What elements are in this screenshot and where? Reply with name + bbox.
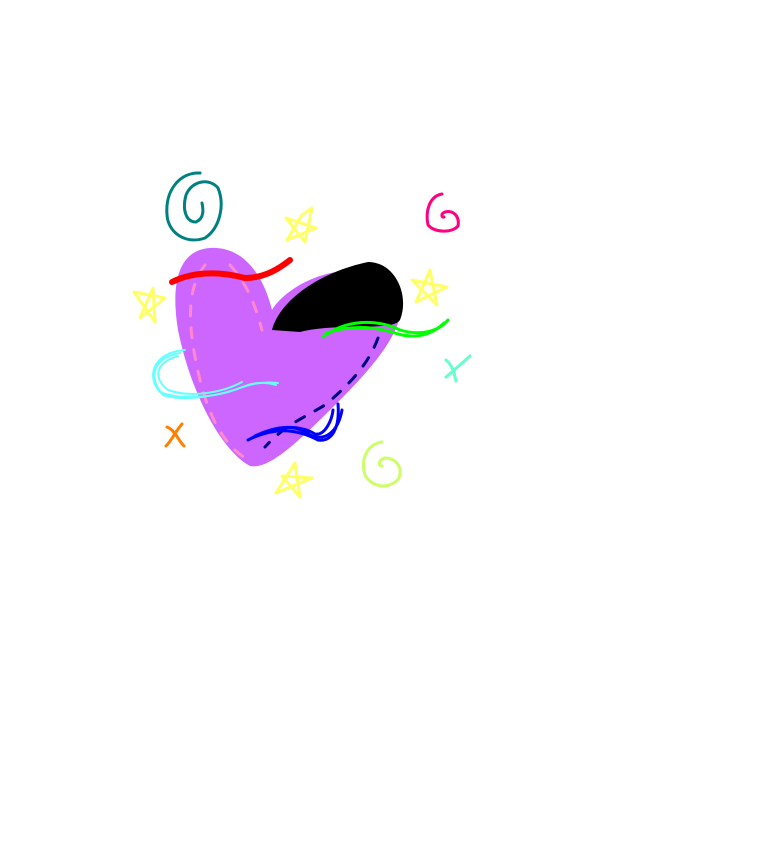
- star-icon: [132, 286, 167, 324]
- black-blob: [272, 262, 404, 332]
- pink-spiral: [425, 192, 460, 233]
- mint-x-mark: [444, 354, 472, 383]
- star-icon: [274, 461, 314, 499]
- blue-stroke: [246, 402, 344, 442]
- star-icon: [284, 206, 318, 244]
- pink-dashed-line: [228, 263, 264, 332]
- green-stroke: [321, 318, 450, 339]
- red-stroke: [169, 257, 293, 285]
- cyan-stroke: [152, 349, 279, 400]
- teal-spiral: [165, 171, 223, 242]
- lime-spiral: [362, 440, 402, 488]
- orange-x-mark: [164, 422, 186, 448]
- pink-dashed-line: [189, 263, 247, 460]
- star-icon: [410, 268, 449, 307]
